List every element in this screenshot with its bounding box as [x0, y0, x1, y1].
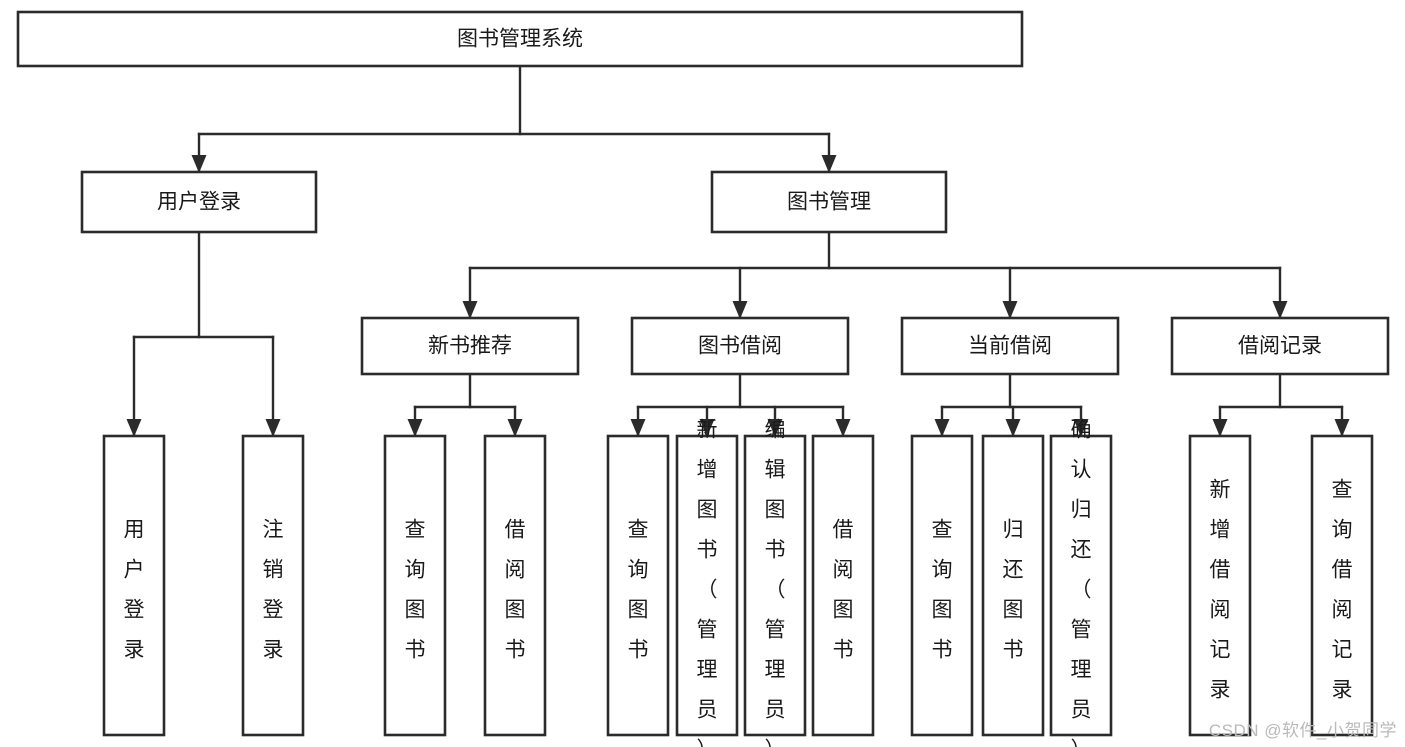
node-box-leaf-query-book-2[interactable]: [606, 434, 670, 737]
node-box-current-borrow[interactable]: [900, 316, 1120, 376]
node-leaf-add-book[interactable]: 新增图书（管理员）: [675, 419, 739, 747]
node-leaf-borrow-book-2[interactable]: 借阅图书: [811, 434, 875, 737]
node-box-leaf-borrow-book-2[interactable]: [811, 434, 875, 737]
arrow-head-icon: [126, 419, 142, 437]
node-box-leaf-user-login[interactable]: [102, 434, 166, 737]
node-label-leaf-query-book-1: 查询图书: [405, 519, 426, 662]
node-box-leaf-edit-book[interactable]: [743, 434, 807, 737]
arrow-head-icon: [1212, 419, 1228, 437]
node-label-user-login: 用户登录: [157, 191, 241, 214]
node-box-leaf-borrow-book-1[interactable]: [483, 434, 547, 737]
node-borrow-record[interactable]: 借阅记录: [1170, 316, 1390, 376]
arrow-head-icon: [934, 419, 950, 437]
node-box-borrow-record[interactable]: [1170, 316, 1390, 376]
node-box-leaf-add-record[interactable]: [1188, 434, 1252, 737]
node-box-book-borrow[interactable]: [630, 316, 850, 376]
node-box-leaf-query-book-3[interactable]: [910, 434, 974, 737]
node-label-current-borrow: 当前借阅: [968, 335, 1052, 358]
connector-group: [1212, 372, 1350, 437]
node-label-leaf-query-book-2: 查询图书: [628, 519, 649, 662]
node-label-root: 图书管理系统: [457, 28, 583, 51]
node-leaf-user-login[interactable]: 用户登录: [102, 434, 166, 737]
node-new-book-recommend[interactable]: 新书推荐: [360, 316, 580, 376]
connector-group: [407, 372, 523, 437]
arrow-head-icon: [699, 419, 715, 437]
node-label-leaf-query-book-3: 查询图书: [932, 519, 953, 662]
arrow-head-icon: [407, 419, 423, 437]
node-box-book-manage[interactable]: [710, 170, 948, 234]
node-current-borrow[interactable]: 当前借阅: [900, 316, 1120, 376]
node-label-leaf-borrow-book-2: 借阅图书: [833, 519, 854, 662]
node-box-new-book-recommend[interactable]: [360, 316, 580, 376]
node-leaf-edit-book[interactable]: 编辑图书（管理员）: [743, 419, 807, 747]
node-label-leaf-edit-book: 编辑图书（管理员）: [765, 419, 786, 747]
connector-group: [126, 230, 281, 437]
node-box-user-login[interactable]: [80, 170, 318, 234]
node-book-borrow[interactable]: 图书借阅: [630, 316, 850, 376]
arrow-head-icon: [462, 301, 478, 319]
node-label-leaf-return-book: 归还图书: [1003, 519, 1024, 662]
node-leaf-query-book-2[interactable]: 查询图书: [606, 434, 670, 737]
node-leaf-return-book[interactable]: 归还图书: [981, 434, 1045, 737]
node-label-leaf-query-record: 查询借阅记录: [1332, 479, 1353, 702]
connector-layer: [126, 64, 1350, 437]
arrow-head-icon: [507, 419, 523, 437]
node-root[interactable]: 图书管理系统: [16, 10, 1024, 68]
node-label-leaf-logout: 注销登录: [263, 519, 284, 662]
node-box-leaf-query-book-1[interactable]: [383, 434, 447, 737]
node-label-leaf-user-login: 用户登录: [124, 519, 145, 662]
arrow-head-icon: [1005, 419, 1021, 437]
node-layer: 图书管理系统用户登录图书管理新书推荐图书借阅当前借阅借阅记录用户登录注销登录查询…: [16, 10, 1390, 747]
node-leaf-logout[interactable]: 注销登录: [241, 434, 305, 737]
watermark: CSDN @软件_小贺同学: [1208, 721, 1397, 740]
node-label-leaf-add-record: 新增借阅记录: [1210, 479, 1231, 702]
arrow-head-icon: [191, 155, 207, 173]
node-leaf-query-book-3[interactable]: 查询图书: [910, 434, 974, 737]
node-label-leaf-confirm-return: 确认归还（管理员）: [1071, 419, 1092, 747]
arrow-head-icon: [1334, 419, 1350, 437]
node-box-leaf-query-record[interactable]: [1310, 434, 1374, 737]
node-label-book-manage: 图书管理: [787, 191, 871, 214]
connector-group: [630, 372, 851, 437]
node-box-leaf-return-book[interactable]: [981, 434, 1045, 737]
node-book-manage[interactable]: 图书管理: [710, 170, 948, 234]
node-label-borrow-record: 借阅记录: [1238, 335, 1322, 358]
node-leaf-add-record[interactable]: 新增借阅记录: [1188, 434, 1252, 737]
arrow-head-icon: [630, 419, 646, 437]
arrow-head-icon: [835, 419, 851, 437]
node-user-login[interactable]: 用户登录: [80, 170, 318, 234]
node-label-leaf-borrow-book-1: 借阅图书: [505, 519, 526, 662]
arrow-head-icon: [732, 301, 748, 319]
node-leaf-borrow-book-1[interactable]: 借阅图书: [483, 434, 547, 737]
connector-group: [191, 64, 837, 173]
arrow-head-icon: [265, 419, 281, 437]
node-label-new-book-recommend: 新书推荐: [428, 335, 512, 358]
arrow-head-icon: [1272, 301, 1288, 319]
node-leaf-query-book-1[interactable]: 查询图书: [383, 434, 447, 737]
node-box-root[interactable]: [16, 10, 1024, 68]
node-box-leaf-confirm-return[interactable]: [1049, 434, 1113, 737]
arrow-head-icon: [821, 155, 837, 173]
connector-group: [934, 372, 1089, 437]
node-box-leaf-add-book[interactable]: [675, 434, 739, 737]
node-label-leaf-add-book: 新增图书（管理员）: [697, 419, 718, 747]
arrow-head-icon: [1073, 419, 1089, 437]
arrow-head-icon: [1002, 301, 1018, 319]
node-box-leaf-logout[interactable]: [241, 434, 305, 737]
arrow-head-icon: [767, 419, 783, 437]
node-label-book-borrow: 图书借阅: [698, 335, 782, 358]
node-leaf-query-record[interactable]: 查询借阅记录: [1310, 434, 1374, 737]
connector-group: [462, 230, 1288, 319]
node-leaf-confirm-return[interactable]: 确认归还（管理员）: [1049, 419, 1113, 747]
